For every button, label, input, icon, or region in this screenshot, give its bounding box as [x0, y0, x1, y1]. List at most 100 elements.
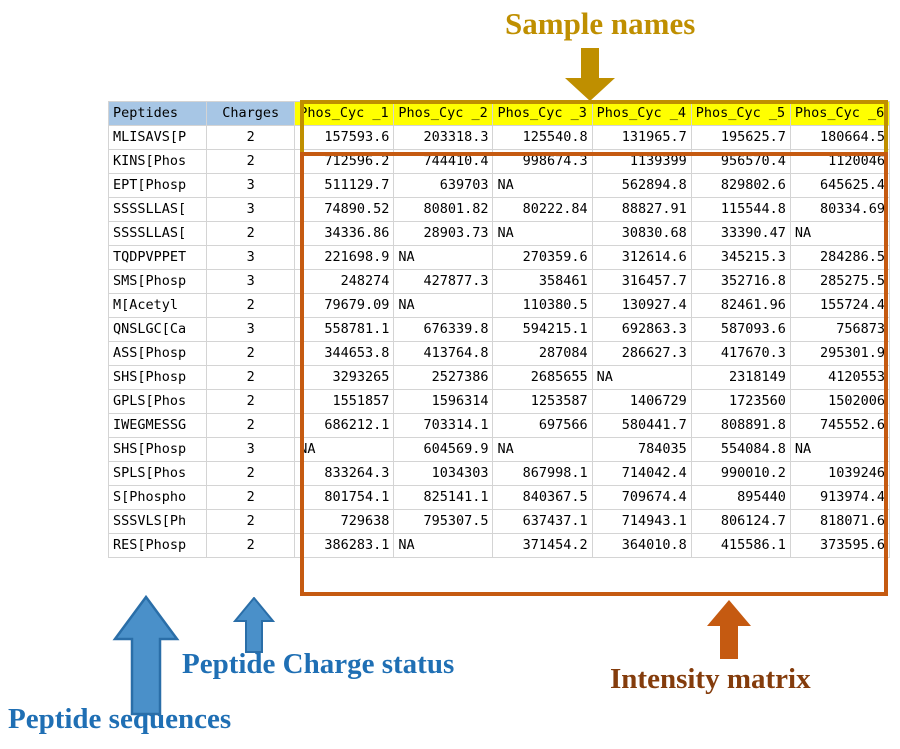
intensity-cell[interactable]: 840367.5	[492, 485, 593, 510]
column-header-sample-1[interactable]: Phos_Cyc _1	[294, 101, 395, 126]
intensity-cell[interactable]: 352716.8	[690, 269, 791, 294]
peptide-charge-cell[interactable]: 2	[206, 485, 296, 510]
intensity-cell[interactable]: 645625.4	[789, 173, 891, 198]
intensity-cell[interactable]: NA	[294, 437, 395, 462]
column-header-peptides[interactable]: Peptides	[107, 101, 208, 126]
intensity-cell[interactable]: 345215.3	[690, 245, 791, 270]
intensity-cell[interactable]: 427877.3	[393, 269, 494, 294]
intensity-cell[interactable]: 745552.6	[789, 413, 891, 438]
intensity-cell[interactable]: 580441.7	[591, 413, 692, 438]
peptide-charge-cell[interactable]: 2	[206, 509, 296, 534]
peptide-sequence-cell[interactable]: TQDPVPPET	[107, 245, 208, 270]
intensity-cell[interactable]: 1596314	[393, 389, 494, 414]
intensity-cell[interactable]: 110380.5	[492, 293, 593, 318]
intensity-cell[interactable]: 221698.9	[294, 245, 395, 270]
intensity-cell[interactable]: 316457.7	[591, 269, 692, 294]
intensity-cell[interactable]: 284286.5	[789, 245, 891, 270]
intensity-cell[interactable]: 784035	[591, 437, 692, 462]
peptide-sequence-cell[interactable]: SSSSLLAS[	[107, 221, 208, 246]
intensity-cell[interactable]: 1406729	[591, 389, 692, 414]
intensity-cell[interactable]: 709674.4	[591, 485, 692, 510]
intensity-cell[interactable]: 155724.4	[789, 293, 891, 318]
intensity-cell[interactable]: 30830.68	[591, 221, 692, 246]
intensity-cell[interactable]: 270359.6	[492, 245, 593, 270]
intensity-cell[interactable]: 825141.1	[393, 485, 494, 510]
intensity-cell[interactable]: 637437.1	[492, 509, 593, 534]
intensity-cell[interactable]: 697566	[492, 413, 593, 438]
intensity-cell[interactable]: 686212.1	[294, 413, 395, 438]
column-header-sample-6[interactable]: Phos_Cyc _6	[789, 101, 891, 126]
peptide-intensity-table[interactable]: Peptides Charges Phos_Cyc _1 Phos_Cyc _2…	[107, 101, 891, 558]
intensity-cell[interactable]: 998674.3	[492, 149, 593, 174]
intensity-cell[interactable]: 818071.6	[789, 509, 891, 534]
peptide-sequence-cell[interactable]: KINS[Phos	[107, 149, 208, 174]
intensity-cell[interactable]: 1253587	[492, 389, 593, 414]
intensity-cell[interactable]: 157593.6	[294, 125, 395, 150]
intensity-cell[interactable]: 80222.84	[492, 197, 593, 222]
peptide-charge-cell[interactable]: 3	[206, 317, 296, 342]
column-header-sample-4[interactable]: Phos_Cyc _4	[591, 101, 692, 126]
intensity-cell[interactable]: 2318149	[690, 365, 791, 390]
intensity-cell[interactable]: 808891.8	[690, 413, 791, 438]
intensity-cell[interactable]: 180664.5	[789, 125, 891, 150]
intensity-cell[interactable]: 80334.69	[789, 197, 891, 222]
peptide-sequence-cell[interactable]: EPT[Phosp	[107, 173, 208, 198]
intensity-cell[interactable]: 312614.6	[591, 245, 692, 270]
intensity-cell[interactable]: 79679.09	[294, 293, 395, 318]
intensity-cell[interactable]: 2527386	[393, 365, 494, 390]
intensity-cell[interactable]: 1723560	[690, 389, 791, 414]
intensity-cell[interactable]: 676339.8	[393, 317, 494, 342]
peptide-charge-cell[interactable]: 3	[206, 269, 296, 294]
peptide-sequence-cell[interactable]: M[Acetyl	[107, 293, 208, 318]
peptide-charge-cell[interactable]: 2	[206, 461, 296, 486]
peptide-charge-cell[interactable]: 3	[206, 173, 296, 198]
intensity-cell[interactable]: 795307.5	[393, 509, 494, 534]
intensity-cell[interactable]: 756873	[789, 317, 891, 342]
intensity-cell[interactable]: 1551857	[294, 389, 395, 414]
intensity-cell[interactable]: 125540.8	[492, 125, 593, 150]
intensity-cell[interactable]: 867998.1	[492, 461, 593, 486]
intensity-cell[interactable]: 80801.82	[393, 197, 494, 222]
intensity-cell[interactable]: 287084	[492, 341, 593, 366]
intensity-cell[interactable]: 74890.52	[294, 197, 395, 222]
peptide-sequence-cell[interactable]: IWEGMESSG	[107, 413, 208, 438]
intensity-cell[interactable]: 285275.5	[789, 269, 891, 294]
peptide-sequence-cell[interactable]: GPLS[Phos	[107, 389, 208, 414]
intensity-cell[interactable]: 806124.7	[690, 509, 791, 534]
intensity-cell[interactable]: NA	[393, 293, 494, 318]
intensity-cell[interactable]: 692863.3	[591, 317, 692, 342]
intensity-cell[interactable]: 1502006	[789, 389, 891, 414]
intensity-cell[interactable]: 714943.1	[591, 509, 692, 534]
intensity-cell[interactable]: 286627.3	[591, 341, 692, 366]
intensity-cell[interactable]: 712596.2	[294, 149, 395, 174]
peptide-sequence-cell[interactable]: SMS[Phosp	[107, 269, 208, 294]
column-header-sample-5[interactable]: Phos_Cyc _5	[690, 101, 791, 126]
intensity-cell[interactable]: 295301.9	[789, 341, 891, 366]
intensity-cell[interactable]: 956570.4	[690, 149, 791, 174]
peptide-sequence-cell[interactable]: SSSVLS[Ph	[107, 509, 208, 534]
peptide-sequence-cell[interactable]: RES[Phosp	[107, 533, 208, 558]
intensity-cell[interactable]: NA	[393, 245, 494, 270]
peptide-charge-cell[interactable]: 3	[206, 197, 296, 222]
intensity-cell[interactable]: 28903.73	[393, 221, 494, 246]
intensity-cell[interactable]: 604569.9	[393, 437, 494, 462]
column-header-charges[interactable]: Charges	[206, 101, 296, 126]
intensity-cell[interactable]: 364010.8	[591, 533, 692, 558]
intensity-cell[interactable]: 639703	[393, 173, 494, 198]
intensity-cell[interactable]: 594215.1	[492, 317, 593, 342]
peptide-sequence-cell[interactable]: QNSLGC[Ca	[107, 317, 208, 342]
intensity-cell[interactable]: 248274	[294, 269, 395, 294]
peptide-charge-cell[interactable]: 2	[206, 149, 296, 174]
